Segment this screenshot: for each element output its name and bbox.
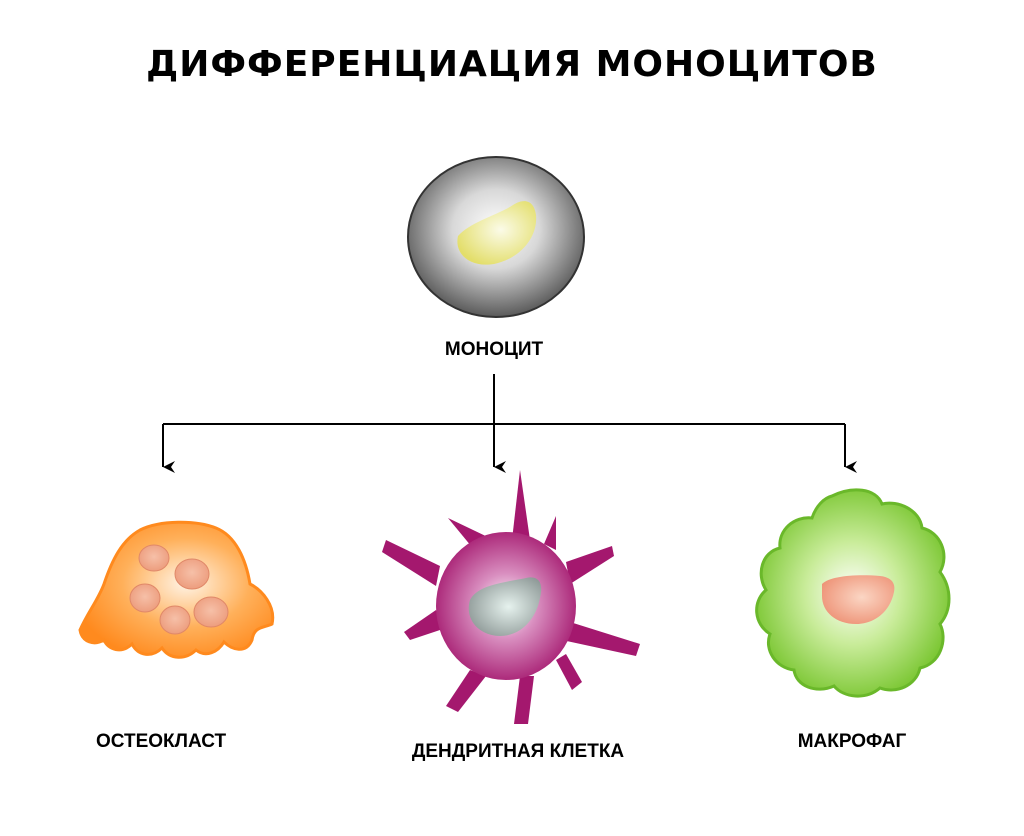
dendritic-cell-icon [382,470,640,724]
diagram-title: ДИФФЕРЕНЦИАЦИЯ МОНОЦИТОВ [146,44,878,85]
monocyte-cell-icon [407,156,585,318]
branch-connector [162,374,857,473]
dendritic-cell-label: ДЕНДРИТНАЯ КЛЕТКА [411,741,625,762]
osteoclast-label: ОСТЕОКЛАСТ [95,731,227,752]
macrophage-label: МАКРОФАГ [797,731,907,752]
monocyte-label: МОНОЦИТ [444,339,544,360]
macrophage-cell-icon [755,488,951,698]
osteoclast-cell-icon [78,520,275,659]
